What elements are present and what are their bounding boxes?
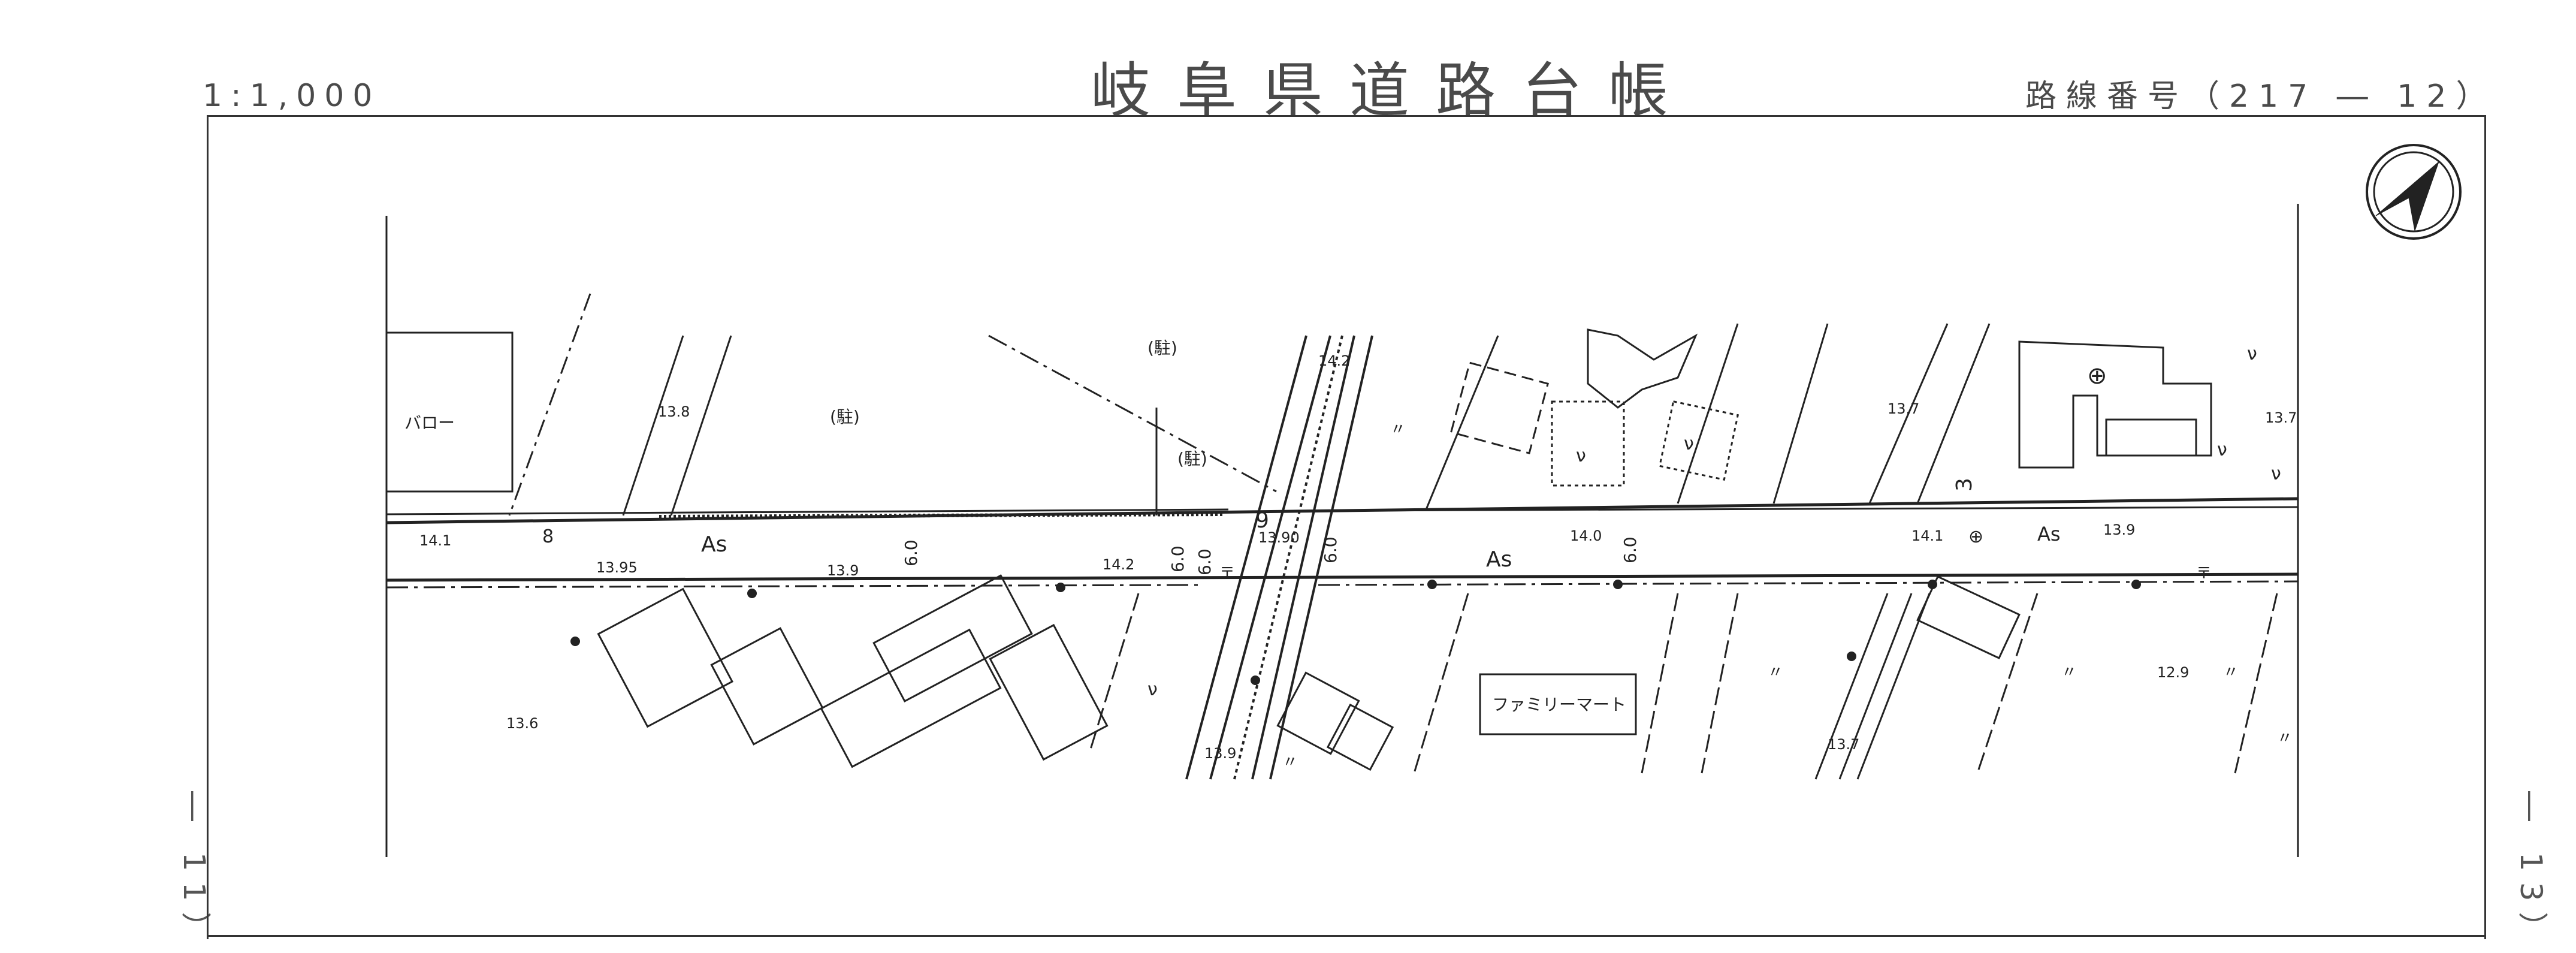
grass-symbol: ν — [1147, 679, 1158, 700]
elevation-label: 13.7 — [2265, 409, 2297, 426]
building-label-barro: バロー — [404, 413, 455, 433]
elevation-label: 13.95 — [596, 559, 638, 576]
building-label-familymart: ファミリーマート — [1492, 695, 1626, 714]
field-symbol: 〃 — [2061, 664, 2077, 681]
frame-bottom-rule — [207, 935, 2484, 937]
cross-street-center — [1185, 335, 1373, 780]
parking-label: (駐) — [1177, 449, 1207, 469]
elevation-label: 14.1 — [1911, 527, 1943, 544]
grass-symbol: ν — [2247, 343, 2257, 364]
field-symbol: 〃 — [2277, 729, 2293, 747]
barro-store — [385, 331, 514, 493]
grass-symbol: ν — [2271, 463, 2281, 484]
road-width-label: 6.0 — [1321, 536, 1340, 563]
grass-symbol: ν — [2217, 439, 2227, 460]
elevation-label: 13.6 — [506, 715, 538, 732]
map-scale: 1:1,000 — [203, 78, 381, 114]
elevation-label: 13.90 — [1258, 529, 1300, 546]
familymart-store — [1479, 673, 1637, 735]
hospital-symbol: ⊕ — [1968, 526, 1983, 547]
road-width-label: 6.0 — [1168, 545, 1188, 572]
elevation-label: 13.7 — [1888, 400, 1919, 417]
route-number: 路線番号（217 ― 12） — [2025, 79, 2497, 114]
road-width-label: 6.0 — [901, 539, 921, 566]
elevation-label: 14.2 — [1103, 556, 1134, 573]
elevation-label: 12.9 — [2157, 664, 2189, 681]
elevation-label: 13.9 — [2103, 521, 2135, 538]
parking-label: (駐) — [830, 407, 860, 427]
surface-label: As — [1486, 547, 1512, 572]
elevation-label: 14.1 — [419, 532, 451, 549]
parcel-lines — [988, 323, 2278, 774]
field-symbol: 〃 — [1282, 753, 1298, 771]
surface-label: As — [2037, 523, 2061, 545]
elevation-label: 13.9 — [1204, 745, 1236, 762]
hospital-symbol: ⊕ — [2087, 362, 2107, 390]
map-frame — [207, 115, 2486, 939]
cross-street-left — [508, 293, 732, 516]
cross-street-right — [1814, 323, 1991, 780]
adjacent-sheet-right: ― 13） — [2514, 791, 2548, 953]
surface-label: As — [701, 532, 727, 557]
road-width-label: 8 — [542, 526, 554, 547]
field-symbol: 〃 — [2223, 664, 2239, 681]
hospital-building — [2018, 340, 2212, 469]
main-road — [386, 497, 2299, 589]
station-mark: 3 — [1952, 478, 1977, 491]
adjacent-sheet-left: ― 11） — [177, 791, 212, 953]
elevation-label: 13.8 — [658, 403, 690, 420]
grass-symbol: ν — [1684, 433, 1694, 454]
parking-label: (駐) — [1147, 338, 1177, 358]
buildings — [385, 328, 2212, 771]
north-arrow-icon — [2366, 144, 2462, 240]
elevation-label: 14.0 — [1570, 527, 1602, 544]
field-symbol: 〃 — [1390, 421, 1406, 439]
road-width-label: 9 — [1255, 508, 1269, 533]
elevation-label: 13.9 — [827, 562, 859, 579]
elevation-label: 13.7 — [1828, 736, 1859, 753]
road-width-label: 6.0 — [1195, 548, 1215, 575]
utility-markers — [570, 580, 2141, 685]
field-symbol: 〃 — [1768, 664, 1783, 681]
road-width-label: 6.0 — [1620, 536, 1640, 563]
page-title: 岐阜県道路台帳 — [1091, 56, 1695, 126]
post-office-symbol: 〒 — [2196, 565, 2212, 583]
elevation-label: 14.2 — [1318, 352, 1350, 369]
post-office-symbol: 〒 — [1219, 565, 1235, 583]
grass-symbol: ν — [1576, 445, 1586, 466]
